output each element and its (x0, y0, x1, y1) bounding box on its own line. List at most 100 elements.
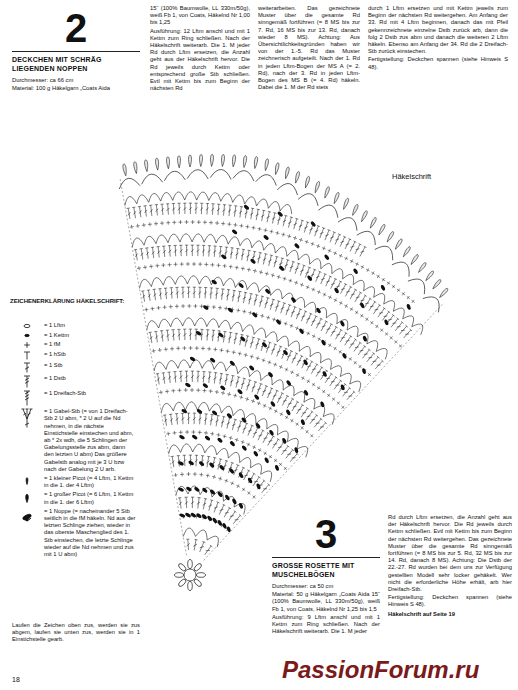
bobble (303, 389, 309, 396)
bobble (198, 460, 205, 466)
instruction-text: Rd durch Lftm ersetzen, die Anzahl geht … (388, 514, 512, 593)
stitch-row (127, 203, 412, 555)
stitch-symbol (24, 363, 30, 373)
stitch-symbol (24, 342, 30, 348)
bobble (212, 517, 218, 524)
legend-row: = 1 Dreifach-Stb (10, 390, 138, 406)
center-ring (184, 569, 196, 581)
legend-symbol (10, 362, 44, 373)
bobble (324, 254, 330, 261)
legend-text: = 1 Lftm (44, 322, 136, 329)
bobble (298, 328, 304, 335)
legend-symbol (10, 475, 44, 485)
legend-symbol (10, 408, 44, 428)
center-petal (197, 573, 206, 578)
stitch-symbol (25, 334, 29, 336)
bobble (353, 268, 359, 275)
bobble (315, 307, 321, 314)
center-petal (177, 578, 187, 588)
stitch-symbol (24, 342, 30, 348)
legend-symbol (10, 390, 44, 406)
bobble (201, 487, 208, 493)
bobble (263, 234, 270, 241)
bobble (202, 304, 209, 310)
bobble (217, 491, 223, 498)
bobble (208, 462, 215, 469)
chart-rows (119, 154, 448, 560)
bobble (285, 409, 291, 416)
legend-symbol (10, 351, 44, 360)
bobble (282, 349, 288, 356)
bobble (196, 408, 203, 414)
legend-row: = 1 Gabel-Stb (= von 1 Dreifach-Stb 2 U … (10, 408, 138, 473)
bobble (362, 335, 368, 342)
bobble (267, 371, 273, 378)
bobble (310, 221, 316, 228)
text-column: 2DECKCHEN MIT SCHRÄG LIEGENDEN NOPPENDur… (12, 8, 140, 93)
bobble (256, 483, 261, 490)
bobble (195, 330, 202, 336)
instruction-text: Ausführung: 9 Lftm anschl und mit 1 Kett… (272, 614, 380, 636)
bobble (340, 384, 345, 391)
legend-text: = 1 großer Picot (= 6 Lftm, 1 Kettm in d… (44, 491, 136, 505)
bobble (195, 512, 202, 518)
bobble (184, 512, 191, 518)
watermark: PassionForum.ru (282, 656, 479, 684)
bobble (270, 401, 276, 408)
bobble (342, 352, 348, 359)
legend-text: = 1 Kettm (44, 332, 136, 339)
bobble (361, 368, 366, 375)
text-column: durch 1 Lftm ersetzen und mit Kettm jewe… (368, 5, 508, 72)
bobble (202, 382, 209, 388)
bobble (181, 408, 188, 414)
bobble (177, 461, 184, 467)
bobble (231, 229, 238, 235)
legend-text: = 1 kleiner Picot (= 4 Lftm, 1 Kettm in … (44, 475, 136, 489)
legend-symbol (10, 491, 44, 503)
bobble (231, 498, 237, 505)
finishing-text: Fertigstellung: Deckchen spannen (siehe … (388, 594, 512, 608)
bobble (226, 526, 231, 533)
legend-symbol (10, 375, 44, 388)
bobble (209, 489, 216, 496)
bobble (224, 494, 230, 501)
bobble (261, 341, 268, 348)
finishing-text: Fertigstellung: Deckchen spannen (siehe … (368, 56, 508, 70)
bobble (253, 394, 259, 401)
bobble (222, 522, 228, 529)
picot-symbol (26, 478, 28, 485)
bobble (217, 519, 223, 526)
legend-row: = 1 hStb (10, 351, 138, 360)
legend-row: = 1 großer Picot (= 6 Lftm, 1 Kettm in d… (10, 491, 138, 505)
bobble (185, 486, 192, 492)
chain-arc-row (125, 192, 423, 547)
bobble-group (177, 204, 411, 533)
size-note: Durchmesser: ca 50 cm (272, 583, 380, 590)
bobble (264, 457, 270, 464)
bobble (241, 417, 247, 424)
material-text: 15“ (100% Baumwolle, LL 330m/50g), weiß … (150, 5, 250, 27)
bobble (220, 254, 227, 260)
legend-text: = 1 fM (44, 341, 136, 348)
bobble (269, 429, 275, 436)
bobble (211, 410, 218, 416)
bobble (217, 332, 224, 338)
reference-text: Häkelschrift auf Seite 19 (388, 611, 512, 618)
bobble (278, 265, 285, 272)
bobble (206, 515, 212, 522)
bobble (281, 437, 287, 444)
bobble (209, 357, 216, 363)
bobble (251, 312, 258, 319)
article-title: GROSSE ROSETTE MIT MUSCHELBÖGEN (272, 562, 380, 579)
bobble (320, 401, 325, 408)
legend-title: ZEICHENERKLÄRUNG HÄKELSCHRIFT: (10, 298, 138, 306)
bobble-symbol (22, 513, 32, 520)
footnote: Laufen die Zeichen oben zus, werden sie … (12, 622, 140, 644)
stitch-symbol (24, 391, 30, 406)
bobble (275, 319, 281, 326)
center-petal (188, 560, 193, 569)
legend-text: = 1 Dstb (44, 375, 136, 382)
stitch-symbol (24, 352, 30, 360)
